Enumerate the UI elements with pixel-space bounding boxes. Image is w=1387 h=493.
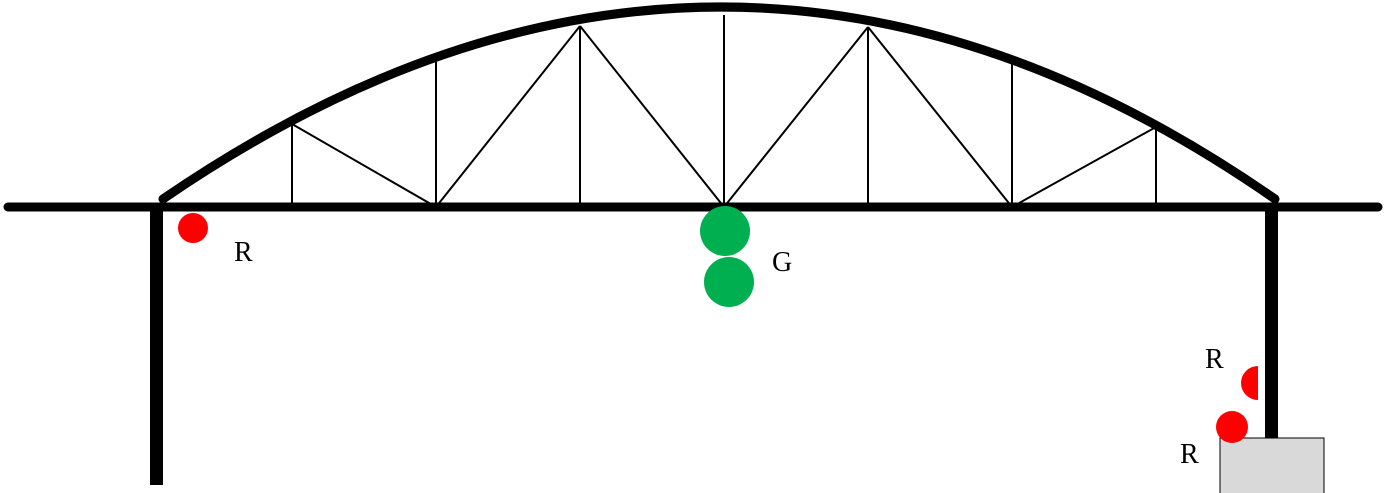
green-marker-upper	[700, 206, 750, 256]
label-red-right-lower: R	[1180, 439, 1199, 470]
truss-diagonal	[579, 25, 725, 208]
support-block	[1219, 437, 1325, 493]
left-pier	[150, 203, 163, 485]
truss-diagonal	[1011, 126, 1157, 208]
bridge-arch	[158, 2, 1280, 204]
truss-diagonal	[867, 26, 1013, 208]
label-red-right-upper: R	[1205, 344, 1224, 375]
label-red-left: R	[234, 237, 253, 268]
truss-diagonal	[435, 25, 581, 208]
truss-verticals	[291, 15, 1157, 207]
label-green-center: G	[772, 247, 792, 278]
truss-diagonal	[723, 26, 869, 208]
truss-diagonal	[291, 123, 437, 208]
red-half-marker-right	[1241, 366, 1258, 400]
red-marker-right-lower	[1216, 411, 1248, 443]
truss-diagonals	[291, 25, 1157, 208]
red-marker-left	[178, 213, 208, 243]
green-marker-lower	[704, 257, 754, 307]
right-pier	[1265, 203, 1278, 439]
